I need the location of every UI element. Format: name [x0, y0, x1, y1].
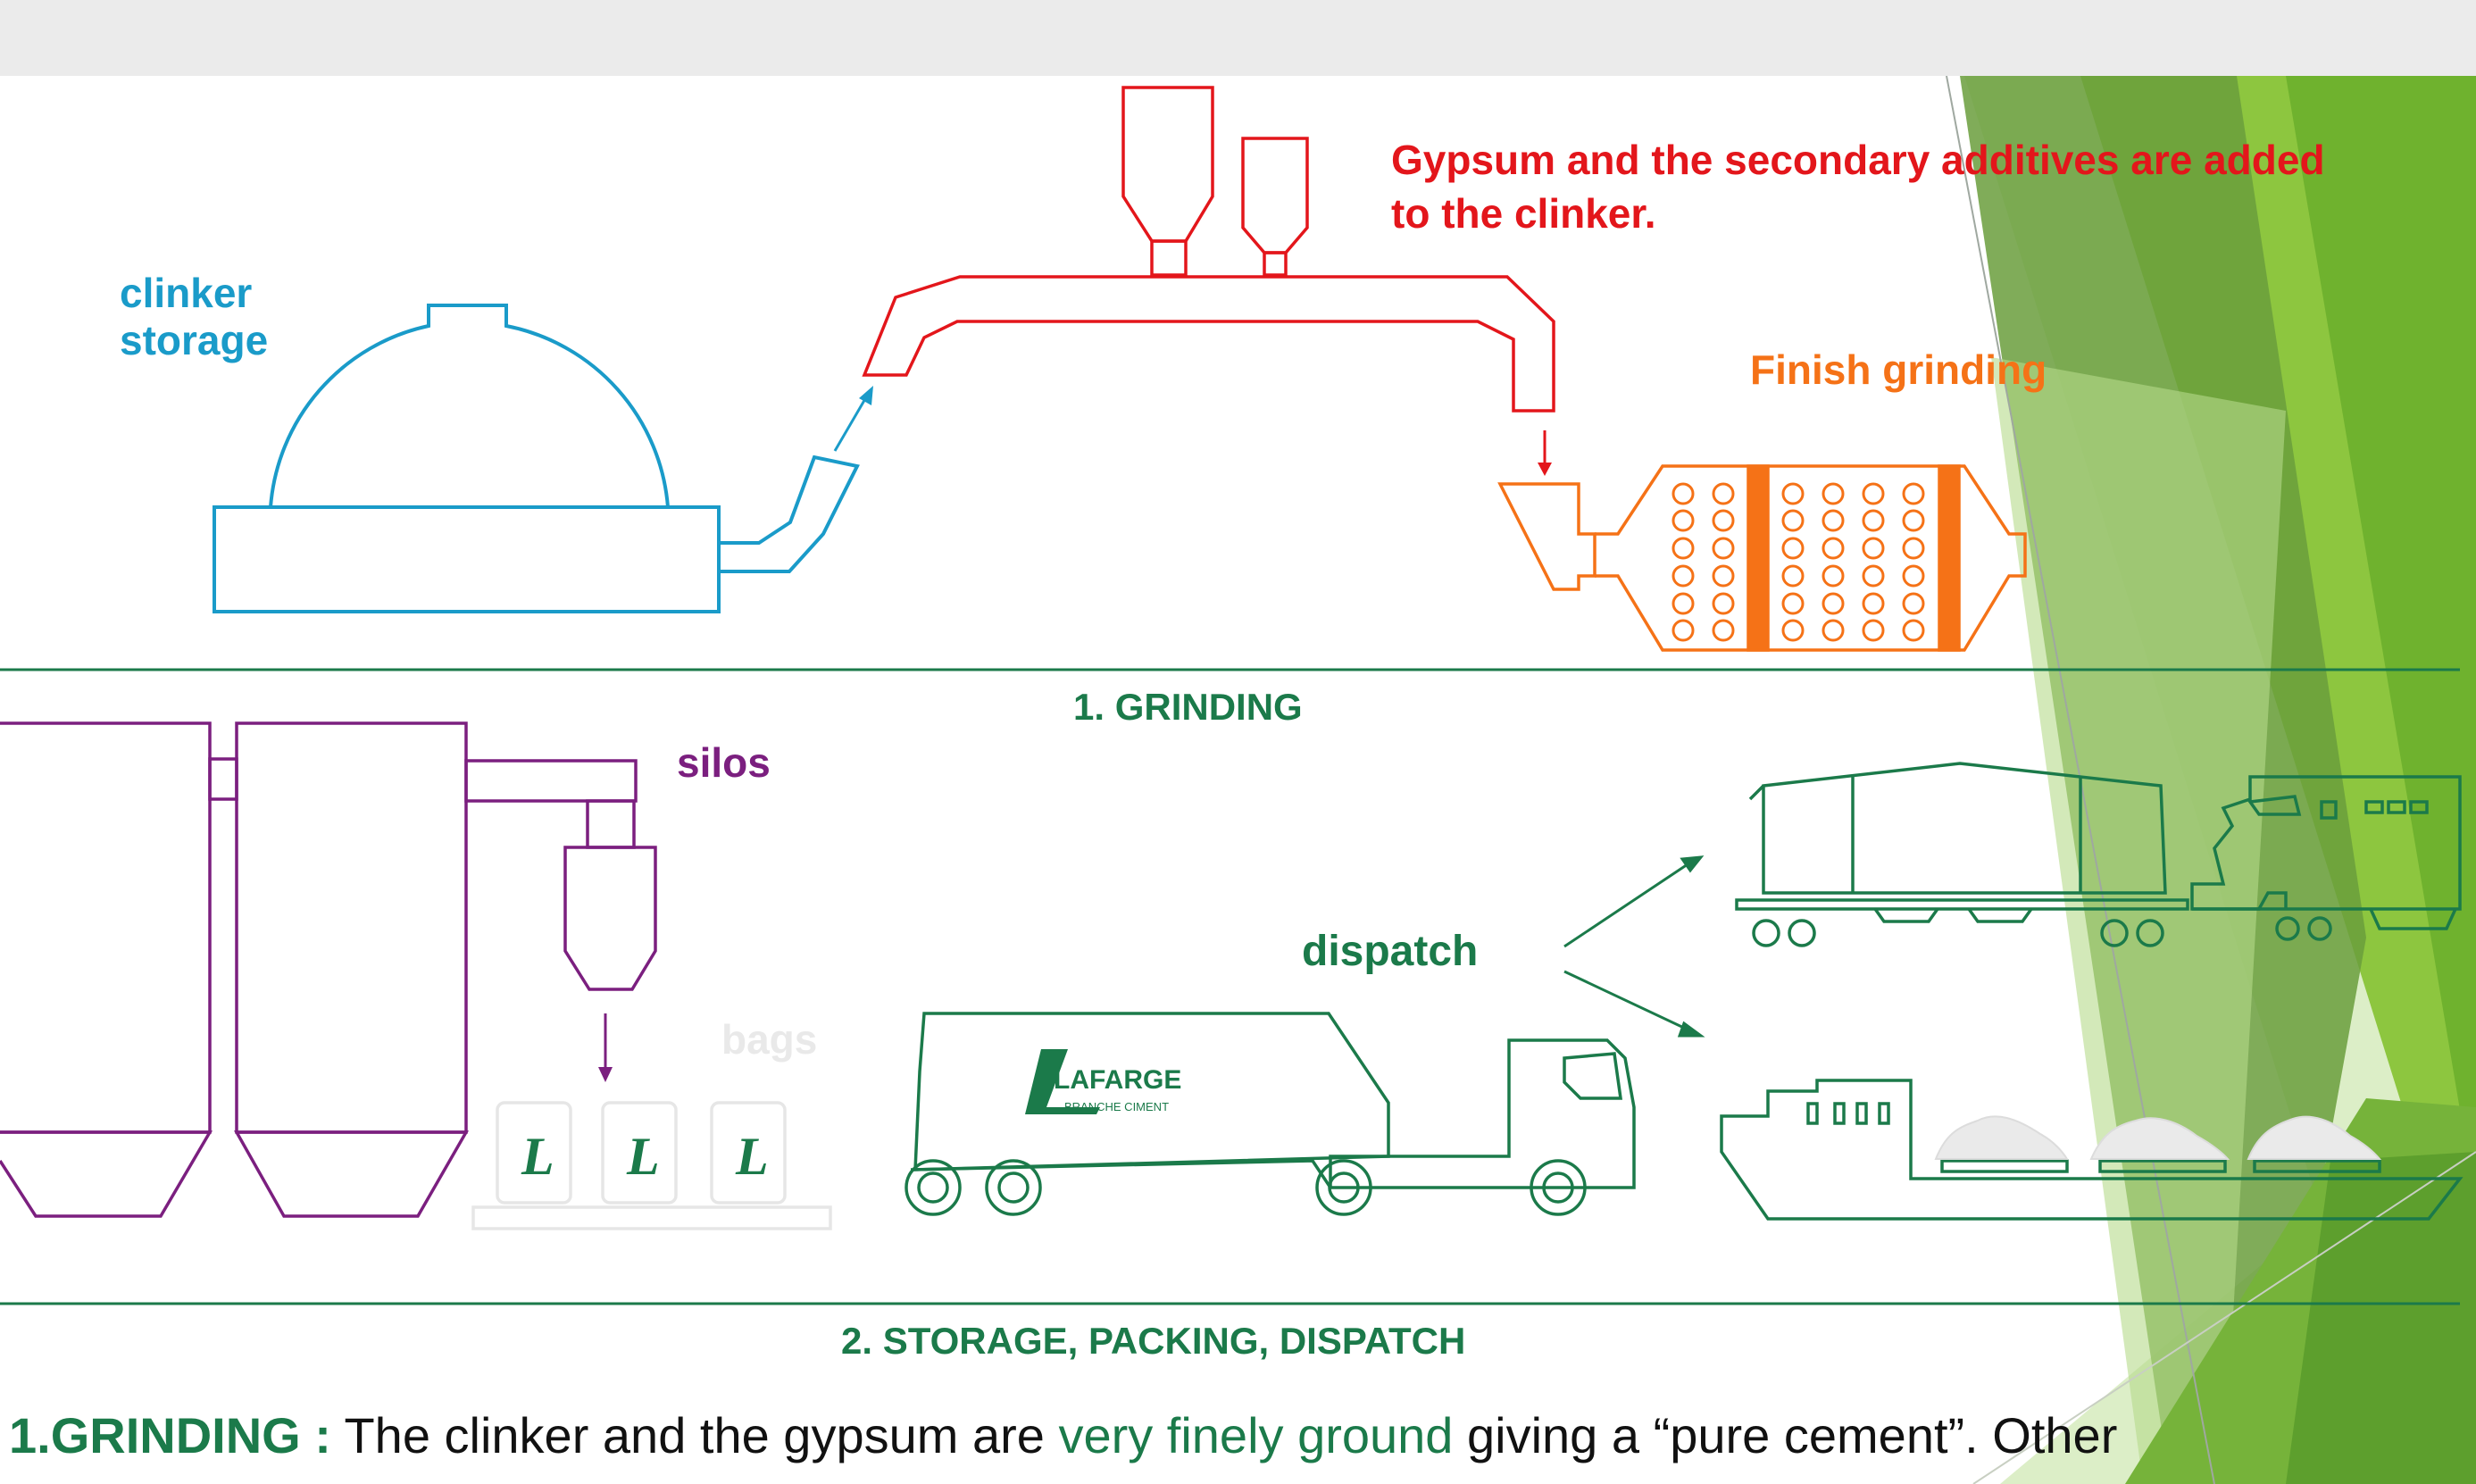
grinding-description-highlight: very finely ground — [1058, 1407, 1454, 1463]
bags-label: bags — [721, 1016, 818, 1063]
section2-title: 2. STORAGE, PACKING, DISPATCH — [841, 1320, 1466, 1362]
train-icon — [1735, 762, 2462, 947]
bag-logo: L — [626, 1127, 660, 1186]
finish-grinding-label: Finish grinding — [1750, 346, 2047, 393]
ship-icon — [1720, 1079, 2463, 1221]
section1-title: 1. GRINDING — [1073, 686, 1303, 728]
grinding-description-text1: The clinker and the gypsum are — [330, 1407, 1059, 1463]
dispatch-label: dispatch — [1302, 928, 1479, 975]
gypsum-note-line1: Gypsum and the secondary additives are a… — [1391, 137, 2325, 183]
gypsum-conveyor-icon — [862, 86, 1555, 413]
clinker-storage-label: clinker storage — [120, 270, 268, 364]
grinding-description-text2: giving a “pure cement”. Other — [1453, 1407, 2118, 1463]
clinker-storage-line1: clinker — [120, 270, 253, 316]
cement-bags-icon — [471, 1101, 832, 1230]
lafarge-sub-text: BRANCHE CIMENT — [1064, 1100, 1169, 1113]
ship-cargo-piles — [1934, 1115, 2382, 1160]
silos-icon — [0, 721, 657, 1218]
conveyor-to-mill-arrow — [1538, 430, 1552, 476]
clinker-storage-line2: storage — [120, 316, 269, 363]
clinker-storage-icon — [213, 304, 860, 613]
grinding-balls — [1672, 482, 1925, 642]
silos-label: silos — [677, 739, 771, 786]
bag-logos: L L L — [521, 1127, 769, 1186]
gypsum-note-line2: to the clinker. — [1391, 189, 1656, 237]
grinding-description-heading: 1.GRINDING : — [9, 1407, 331, 1463]
gypsum-note-label: Gypsum and the secondary additives are a… — [1391, 134, 2325, 241]
grinding-description: 1.GRINDING : The clinker and the gypsum … — [9, 1404, 2330, 1469]
bag-logo: L — [521, 1127, 554, 1186]
dispatch-arrows — [1563, 855, 1705, 1038]
clinker-to-conveyor-arrow — [833, 386, 873, 452]
lafarge-brand-text: LAFARGE — [1054, 1065, 1181, 1095]
lafarge-logo: LAFARGE BRANCHE CIMENT — [1025, 1049, 1181, 1114]
cement-truck-icon — [905, 1012, 1636, 1216]
title-bar — [0, 0, 2476, 76]
grinding-mill-icon — [1497, 464, 2027, 652]
silo-to-bags-arrow — [598, 1013, 613, 1082]
bag-logo: L — [735, 1127, 769, 1186]
decorative-green-shapes — [1946, 75, 2476, 1484]
